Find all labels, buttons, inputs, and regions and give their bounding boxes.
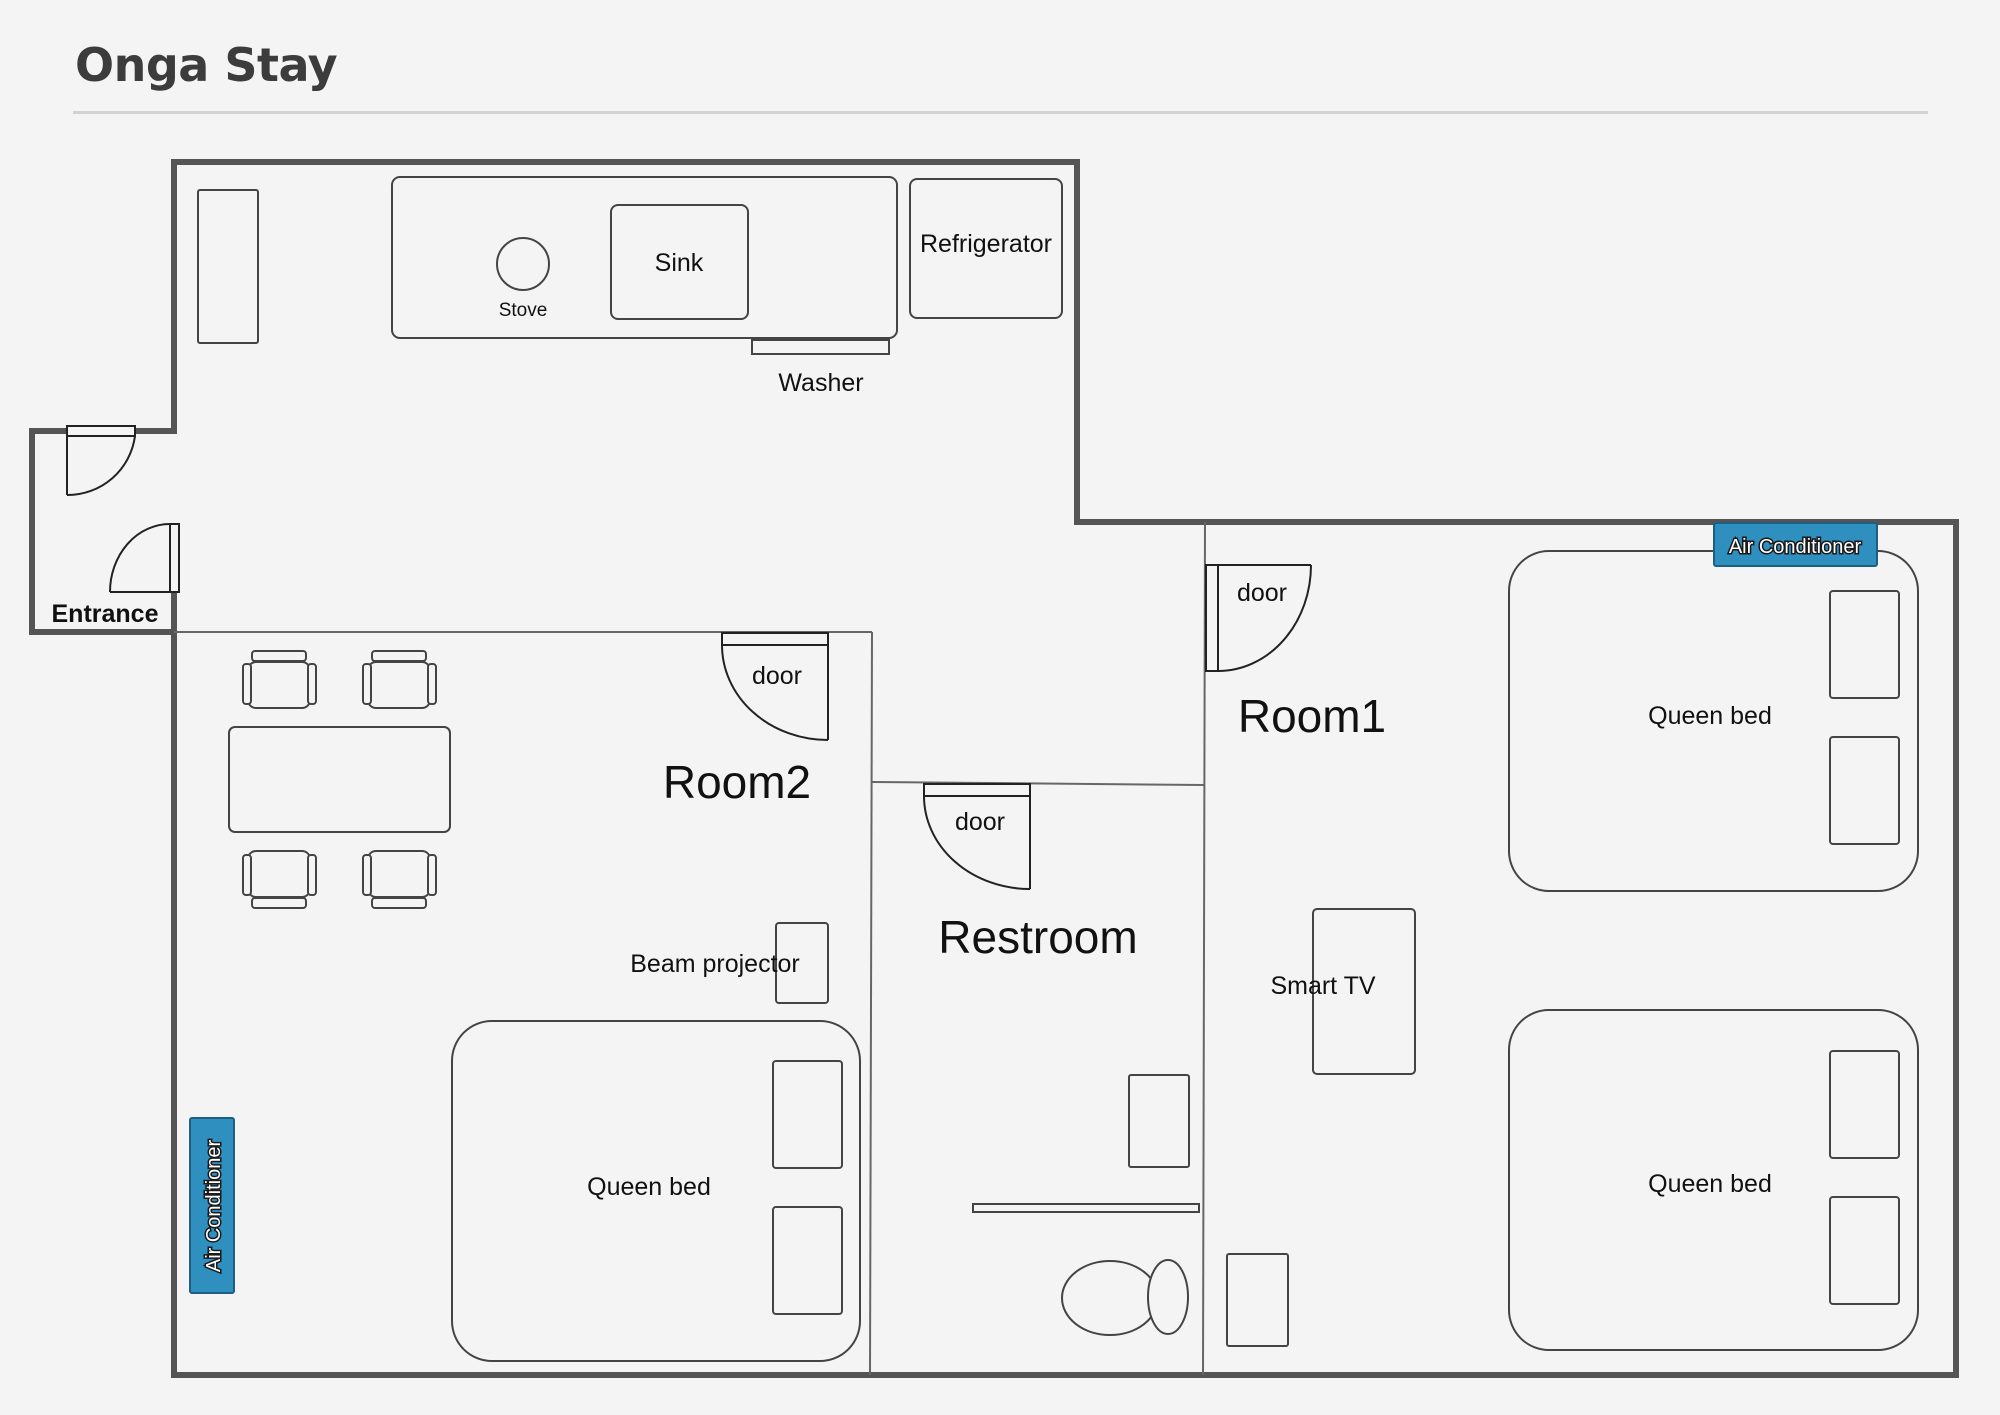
kitchen: Stove Sink Refrigerator Washer	[197, 176, 1063, 397]
washer	[751, 339, 890, 355]
stove-label: Stove	[499, 300, 548, 321]
stove-icon	[496, 237, 550, 291]
air-conditioner-label: Air Conditioner	[203, 1140, 225, 1273]
beam-projector	[775, 922, 829, 1004]
toilet-bowl-icon	[1061, 1260, 1159, 1336]
pillow-icon	[772, 1206, 843, 1315]
room1-left-wall	[1202, 521, 1206, 1376]
refrigerator-label: Refrigerator	[920, 230, 1052, 258]
inner-entrance-door-swing	[109, 523, 171, 593]
room2-door-label: door	[752, 662, 802, 690]
room1-door-leaf	[1205, 564, 1219, 672]
restroom: door Restroom	[923, 783, 1200, 1336]
dining-table	[228, 726, 451, 833]
beam-projector-label: Beam projector	[630, 950, 800, 978]
entrance-door-leaf	[66, 425, 136, 437]
room1-door-swing	[1217, 564, 1312, 672]
toilet-tank-icon	[1147, 1259, 1189, 1335]
pillow-icon	[1829, 736, 1900, 845]
room2-label: Room2	[663, 756, 811, 808]
queen-bed-label: Queen bed	[1648, 702, 1772, 730]
entrance-door-swing	[66, 435, 136, 497]
outer-wall	[171, 159, 1959, 1378]
page-title: Onga Stay	[75, 38, 338, 92]
room1-label: Room1	[1238, 690, 1386, 742]
smart-tv	[1312, 908, 1416, 1075]
pillow-icon	[772, 1060, 843, 1169]
room2-door-leaf	[721, 632, 829, 646]
nightstand	[1226, 1253, 1289, 1347]
room2: door Room2 Beam projector Queen bed Air …	[189, 632, 861, 1362]
room2-right-wall	[869, 631, 873, 1376]
refrigerator	[909, 178, 1063, 319]
restroom-door-leaf	[923, 783, 1031, 797]
chair-icon	[242, 650, 317, 709]
queen-bed-label: Queen bed	[587, 1173, 711, 1201]
queen-bed-label: Queen bed	[1648, 1170, 1772, 1198]
title-divider	[73, 111, 1928, 114]
entrance-label: Entrance	[52, 600, 159, 628]
air-conditioner-room1	[1713, 522, 1878, 567]
chair-icon	[242, 850, 317, 909]
chair-icon	[362, 850, 437, 909]
sink-label: Sink	[655, 249, 704, 277]
pillow-icon	[1829, 1196, 1900, 1305]
chair-icon	[362, 650, 437, 709]
air-conditioner-label: Air Conditioner	[1729, 536, 1862, 558]
queen-bed-room1-bottom	[1508, 1009, 1919, 1351]
restroom-sink	[1128, 1074, 1190, 1168]
shower-partition	[972, 1203, 1200, 1213]
entrance: Entrance	[52, 425, 180, 628]
queen-bed-room2	[451, 1020, 861, 1362]
room1: door Room1 Smart TV Queen bed Queen bed …	[1205, 522, 1919, 1351]
restroom-top-wall	[871, 781, 1205, 786]
sink	[610, 204, 749, 320]
pillow-icon	[1829, 1050, 1900, 1159]
smart-tv-label: Smart TV	[1270, 972, 1375, 1000]
restroom-door-label: door	[955, 808, 1005, 836]
pillow-icon	[1829, 590, 1900, 699]
room2-door-swing	[721, 644, 829, 741]
restroom-door-swing	[923, 795, 1031, 890]
kitchen-cabinet	[197, 189, 259, 344]
room1-door-label: door	[1237, 579, 1287, 607]
air-conditioner-room2	[189, 1117, 235, 1294]
restroom-label: Restroom	[938, 911, 1137, 963]
washer-label: Washer	[778, 369, 863, 397]
inner-entrance-door-leaf	[169, 523, 180, 593]
